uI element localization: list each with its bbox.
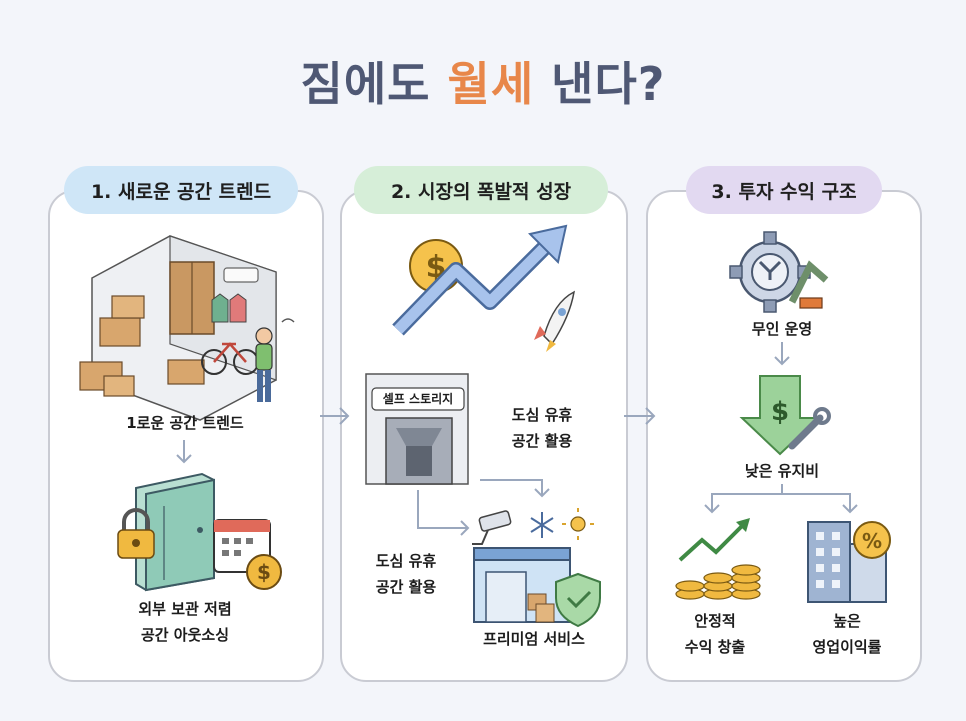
down-arrow-dollar-icon: $ (739, 375, 821, 456)
label-operating-margin: 영업이익률 (812, 638, 882, 656)
label-cheap-storage: 외부 보관 저렴 (138, 600, 232, 618)
rocket-icon (534, 290, 575, 352)
coin-stacks-chart-icon (675, 518, 761, 600)
label-space-trend: 1로운 공간 트렌드 (126, 414, 244, 432)
sun-icon (562, 508, 594, 540)
label-space-use-1: 공간 활용 (511, 432, 573, 450)
heading-market-growth: 2. 시장의 폭발적 성장 (354, 166, 608, 214)
cluttered-room-icon (79, 235, 295, 421)
title-part1: 짐에도 (300, 57, 448, 111)
arrow-down-icon (176, 440, 192, 464)
branch-arrows-icon (704, 484, 858, 514)
gear-robot-arm-icon (729, 231, 829, 313)
label-stable: 안정적 (694, 612, 736, 630)
storage-locker-icon (135, 472, 215, 592)
coin-dollar-icon: $ (246, 554, 282, 590)
storage-sign-text: 셀프 스토리지 (382, 392, 454, 406)
label-space-outsourcing: 공간 아웃소싱 (140, 626, 230, 644)
padlock-icon (117, 508, 155, 559)
label-premium-service: 프리미엄 서비스 (483, 630, 585, 648)
shield-check-icon (555, 572, 601, 628)
label-unmanned: 무인 운영 (751, 320, 813, 338)
label-revenue: 수익 창출 (684, 638, 746, 656)
svg-text:%: % (862, 529, 882, 553)
growth-arrow-icon (392, 224, 568, 336)
svg-text:$: $ (771, 397, 789, 427)
office-building-percent-icon: % (807, 521, 891, 603)
snowflake-icon (530, 512, 554, 538)
label-space-use-2: 공간 활용 (375, 578, 437, 596)
page-title: 짐에도 월세 낸다? (0, 48, 966, 114)
label-high: 높은 (833, 612, 861, 630)
title-part2: 낸다? (534, 57, 666, 111)
label-urban-idle-2: 도심 유휴 (375, 552, 437, 570)
storage-unit-icon (365, 373, 469, 485)
arrow-down-icon (774, 342, 790, 366)
title-highlight: 월세 (447, 57, 535, 111)
connector-lines-icon (417, 479, 550, 536)
connector-arrow-icon (320, 407, 656, 425)
label-urban-idle-1: 도심 유휴 (511, 406, 573, 424)
heading-space-trend: 1. 새로운 공간 트렌드 (64, 166, 298, 214)
label-low-maintenance: 낮은 유지비 (744, 462, 820, 480)
wrench-icon (788, 407, 831, 450)
heading-investment-structure: 3. 투자 수익 구조 (686, 166, 882, 214)
cctv-camera-icon (472, 510, 512, 545)
svg-text:$: $ (257, 560, 271, 584)
